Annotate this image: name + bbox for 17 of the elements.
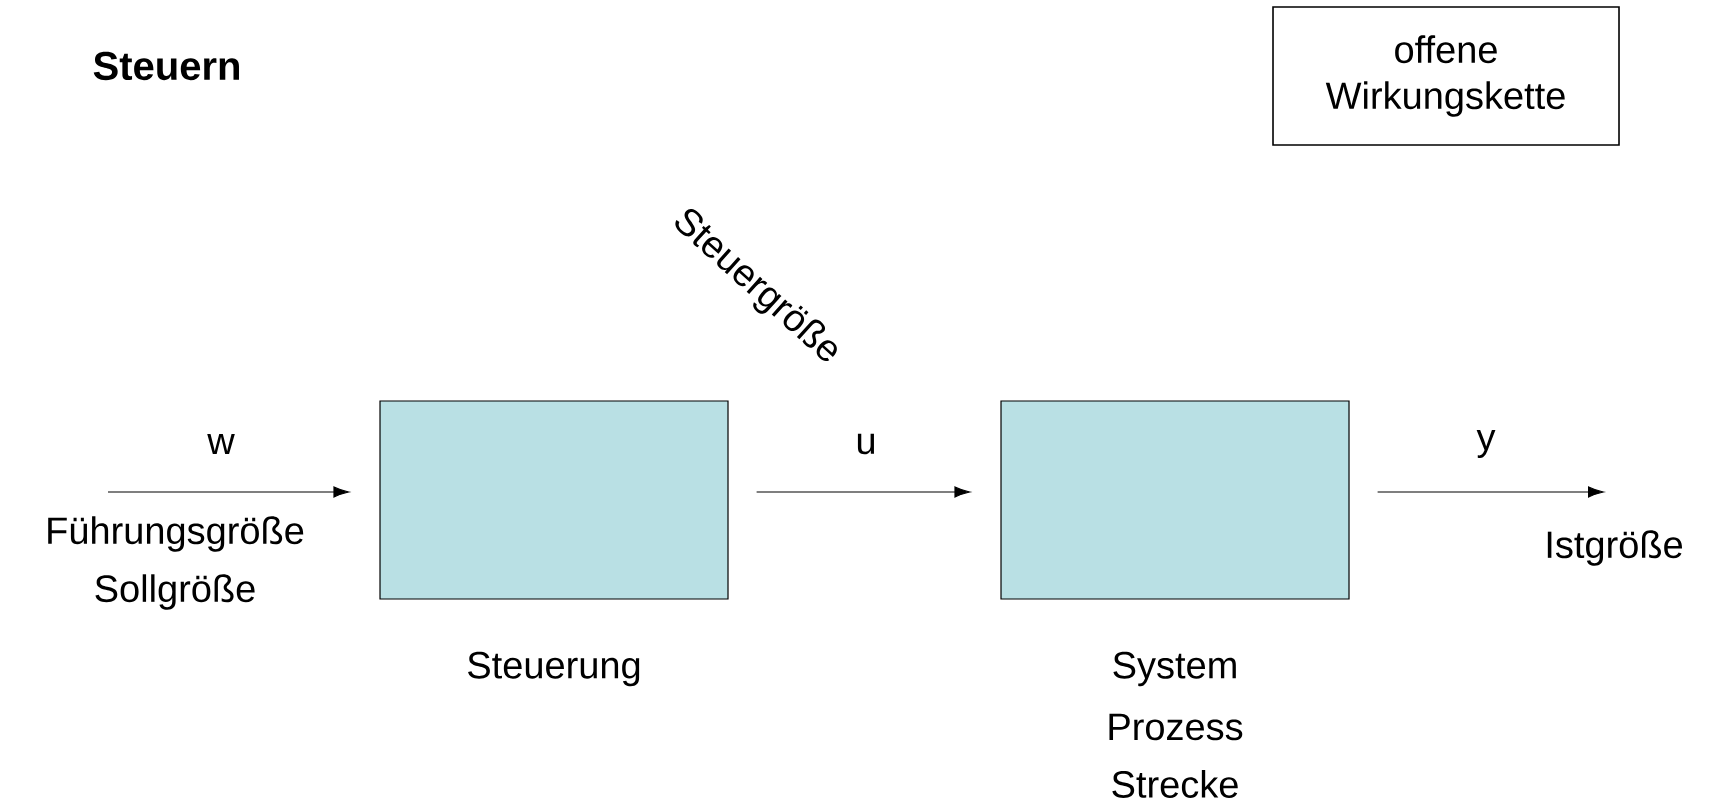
arrow xyxy=(756,486,971,498)
block-caption: Strecke xyxy=(1112,770,1238,798)
text-box: offene Wirkungskette xyxy=(1272,6,1620,146)
arrow xyxy=(1377,486,1604,498)
title: Steuern xyxy=(93,51,239,81)
edge-label: y xyxy=(1476,430,1496,458)
signal-label: Führungsgröße xyxy=(48,516,304,552)
edge-label: w xyxy=(207,433,235,455)
arrow xyxy=(107,486,350,498)
signal-label: Istgröße xyxy=(1547,530,1682,566)
block-caption: Steuerung xyxy=(468,651,640,687)
block-box xyxy=(1000,400,1350,600)
block-box xyxy=(379,400,729,600)
signal-label: Sollgröße xyxy=(95,574,255,610)
block-caption: System xyxy=(1113,651,1236,687)
block-caption: Prozess xyxy=(1109,713,1243,741)
edge-label: u xyxy=(857,433,875,455)
